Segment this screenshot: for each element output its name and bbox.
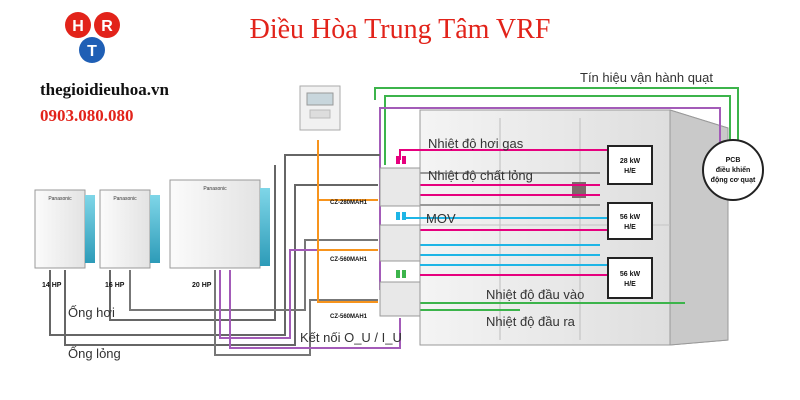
- liquid-temp-label: Nhiệt độ chất lỏng: [428, 168, 533, 183]
- hx-capacity: 56 kW: [620, 214, 641, 221]
- outdoor-unit-14hp: Panasonic 14 HP: [34, 189, 95, 289]
- outdoor-unit-16hp: Panasonic 16 HP: [99, 189, 160, 289]
- pcb-label: điều khiển: [716, 165, 751, 174]
- pcb-label: PCB: [726, 157, 741, 164]
- gas-pipe-line-2: [109, 165, 276, 321]
- gas-pipe-line: [49, 154, 380, 336]
- purple-wire-2: [229, 270, 401, 349]
- phone-number[interactable]: 0903.080.080: [40, 106, 134, 125]
- logo-circle-h: [65, 12, 91, 38]
- heat-exchanger-1: 28 kW H/E: [607, 145, 653, 185]
- unit-badge: Panasonic: [203, 186, 227, 192]
- logo-letter-h: H: [72, 18, 84, 35]
- gas-pipe-label: Ống hơi: [68, 305, 115, 320]
- outdoor-unit-label: 14 HP: [42, 282, 62, 289]
- heat-exchanger-3: 56 kW H/E: [607, 257, 653, 299]
- controller-model: CZ-280MAH1: [330, 200, 368, 206]
- unit-badge: Panasonic: [48, 196, 72, 202]
- unit-badge: Panasonic: [113, 196, 137, 202]
- liquid-pipe-line: [64, 184, 378, 346]
- connection-label: Kết nối O_U / I_U: [300, 330, 402, 345]
- hx-type: H/E: [624, 281, 636, 288]
- controller-module-1: CZ-280MAH1: [330, 156, 421, 207]
- hx-capacity: 28 kW: [620, 158, 641, 165]
- outdoor-unit-label: 20 HP: [192, 282, 212, 289]
- hx-type: H/E: [624, 168, 636, 175]
- controller-model: CZ-560MAH1: [330, 257, 368, 263]
- fan-signal-wire-1: [374, 87, 739, 148]
- mov-label: MOV: [426, 211, 456, 226]
- controller-module-2: CZ-560MAH1: [330, 212, 421, 263]
- logo-circle-t: [79, 37, 105, 63]
- website-text[interactable]: thegioidieuhoa.vn: [40, 80, 169, 99]
- connection-wire: [317, 140, 378, 303]
- pcb-fan-controller: PCB điều khiển động cơ quạt: [702, 139, 764, 201]
- signal-wires: [49, 87, 739, 356]
- pcb-label: động cơ quạt: [711, 177, 756, 184]
- outlet-temp-label: Nhiệt độ đầu ra: [486, 314, 576, 329]
- gas-temp-label: Nhiệt độ hơi gas: [428, 136, 524, 151]
- fan-signal-label: Tín hiệu vận hành quạt: [580, 70, 713, 85]
- fan-signal-wire-2: [384, 95, 731, 165]
- liquid-pipe-line-2: [129, 239, 378, 311]
- hx-type: H/E: [624, 224, 636, 231]
- controller-module-3: CZ-560MAH1: [330, 270, 421, 320]
- liquid-pipe-line-3: [214, 270, 378, 356]
- logo-letter-r: R: [101, 18, 113, 35]
- logo-circle-r: [94, 12, 120, 38]
- logo-letter-t: T: [87, 43, 97, 60]
- outdoor-unit-label: 16 HP: [105, 282, 125, 289]
- remote-controller: [299, 85, 341, 131]
- hx-capacity: 56 kW: [620, 271, 641, 278]
- inlet-temp-label: Nhiệt độ đầu vào: [486, 287, 584, 302]
- brand-logo: H R T: [65, 12, 120, 63]
- controller-model: CZ-560MAH1: [330, 314, 368, 320]
- heat-exchanger-2: 56 kW H/E: [607, 202, 653, 240]
- liquid-pipe-label: Ống lỏng: [68, 346, 121, 361]
- page-title: Điều Hòa Trung Tâm VRF: [249, 14, 551, 45]
- outdoor-unit-20hp: Panasonic 20 HP: [169, 179, 270, 289]
